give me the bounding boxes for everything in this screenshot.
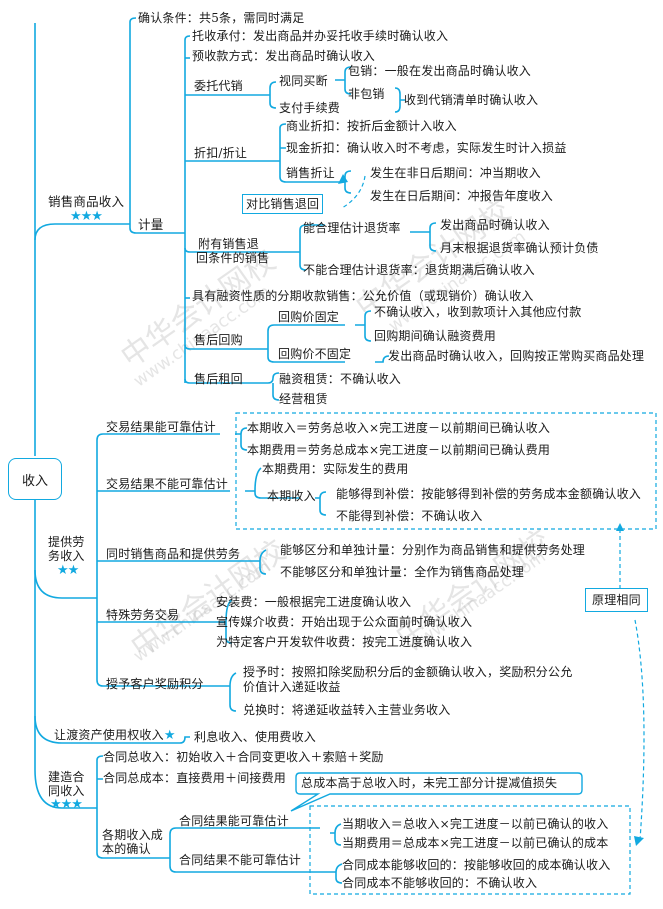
root-label: 收入	[21, 473, 48, 489]
node-allowance[interactable]: 销售折让	[286, 166, 335, 180]
node-unreliable[interactable]: 交易结果不能可靠估计	[106, 477, 229, 491]
star-rating-icon: ★★	[57, 563, 79, 578]
node-unreliable-revenue[interactable]: 本期收入	[267, 489, 316, 503]
node-advance[interactable]: 预收款方式：发出商品时确认收入	[192, 49, 376, 63]
node-software[interactable]: 为特定客户开发软件收费：按完工进度确认收入	[216, 635, 473, 649]
node-est-2[interactable]: 月末根据退货率确认预计负债	[440, 241, 599, 255]
node-unrecoverable[interactable]: 合同成本不能够收回的：不确认收入	[342, 876, 538, 890]
node-fee[interactable]: 支付手续费	[279, 101, 341, 115]
node-total-cost[interactable]: 合同总成本：直接费用＋间接费用	[103, 771, 287, 785]
node-total-revenue[interactable]: 合同总收入：初始收入＋合同变更收入＋索赔＋奖励	[103, 750, 384, 764]
node-media[interactable]: 宣传媒介收费：开始出现于公众面前时确认收入	[216, 615, 473, 629]
node-recognition-conditions[interactable]: 确认条件：共5条，需同时满足	[138, 11, 305, 25]
node-list-receipt[interactable]: 收到代销清单时确认收入	[404, 93, 539, 107]
node-mixed[interactable]: 同时销售商品和提供劳务	[106, 547, 241, 561]
node-services-label-1[interactable]: 提供劳	[48, 535, 85, 549]
node-measure[interactable]: 计量	[138, 217, 164, 232]
node-reliable-revenue[interactable]: 本期收入＝劳务总收入×完工进度－以前期间已确认收入	[247, 421, 551, 435]
node-non-post-period[interactable]: 发生在非日后期间：冲当期收入	[370, 166, 541, 180]
node-sales-revenue[interactable]: 销售商品收入	[48, 194, 125, 209]
node-finance-lease[interactable]: 融资租赁：不确认收入	[279, 372, 402, 386]
node-fixed-price[interactable]: 回购价固定	[278, 310, 340, 324]
node-reliable[interactable]: 交易结果能可靠估计	[106, 420, 216, 434]
node-consign[interactable]: 委托代销	[194, 79, 243, 93]
node-commercial-discount[interactable]: 商业折扣：按折后金额计入收入	[286, 119, 457, 133]
node-floating-1[interactable]: 发出商品时确认收入，回购按正常购买商品处理	[388, 349, 645, 363]
star-rating-icon: ★★★	[50, 797, 83, 812]
node-inseparable[interactable]: 不能够区分和单独计量：全作为销售商品处理	[280, 565, 525, 579]
node-fixed-2[interactable]: 回购期间确认融资费用	[374, 329, 497, 343]
node-special[interactable]: 特殊劳务交易	[106, 608, 180, 622]
node-leaseback[interactable]: 售后租回	[194, 372, 243, 386]
node-period-label-1[interactable]: 各期收入成	[102, 828, 164, 842]
node-unreliable-expense[interactable]: 本期费用：实际发生的费用	[262, 462, 409, 476]
same-principle-label: 原理相同	[592, 593, 641, 607]
node-period-label-2[interactable]: 本的确认	[102, 842, 151, 856]
node-services-label-2[interactable]: 务收入	[48, 549, 85, 563]
node-construction-label-2[interactable]: 同收入	[48, 784, 85, 798]
node-comp-yes[interactable]: 能够得到补偿：按能够得到补偿的劳务成本金额确认收入	[336, 487, 642, 501]
node-estimable[interactable]: 能合理估计退货率	[303, 221, 401, 235]
node-post-period[interactable]: 发生在日后期间：冲报告年度收入	[370, 189, 554, 203]
star-rating-icon: ★★★	[70, 209, 103, 224]
node-discount[interactable]: 折扣/折让	[194, 146, 248, 160]
node-separable[interactable]: 能够区分和单独计量：分别作为商品销售和提供劳务处理	[280, 543, 586, 557]
node-nonguaranteed[interactable]: 非包销	[348, 87, 385, 101]
compare-returns-label: 对比销售退回	[246, 197, 320, 211]
node-comp-no[interactable]: 不能得到补偿：不确认收入	[336, 509, 483, 523]
node-installment[interactable]: 具有融资性质的分期收款销售：公允价值（或现销价）确认收入	[192, 289, 534, 303]
node-points-grant-2[interactable]: 价值计入递延收益	[243, 680, 341, 694]
star-rating-icon: ★	[163, 728, 176, 743]
node-not-estimable[interactable]: 不能合理估计退货率：退货期满后确认收入	[303, 263, 535, 277]
usage-label: 让渡资产使用权收入	[54, 728, 164, 742]
node-fixed-1[interactable]: 不确认收入，收到款项计入其他应付款	[374, 305, 582, 319]
node-install[interactable]: 安装费：一般根据完工进度确认收入	[216, 595, 412, 609]
node-cash-discount[interactable]: 现金折扣：确认收入时不考虑，实际发生时计入损益	[286, 141, 567, 155]
node-points-redeem[interactable]: 兑换时：将递延收益转入主营业务收入	[243, 703, 451, 717]
node-points-grant-1[interactable]: 授予时：按照扣除奖励积分后的金额确认收入，奖励积分公允	[243, 665, 573, 679]
same-principle-box[interactable]: 原理相同	[585, 588, 648, 612]
node-returns-label-1[interactable]: 附有销售退	[198, 237, 260, 251]
node-contract-rel-revenue[interactable]: 当期收入＝总收入×完工进度－以前已确认的收入	[342, 817, 609, 831]
node-buyout[interactable]: 视同买断	[279, 74, 328, 88]
compare-returns-box[interactable]: 对比销售退回	[242, 194, 324, 214]
node-contract-reliable[interactable]: 合同结果能可靠估计	[179, 814, 289, 828]
node-contract-rel-expense[interactable]: 当期费用＝总成本×完工进度－以前已确认的成本	[342, 836, 609, 850]
node-collection[interactable]: 托收承付：发出商品并办妥托收手续时确认收入	[192, 29, 449, 43]
node-usage[interactable]: 让渡资产使用权收入★	[54, 728, 176, 743]
node-usage-detail[interactable]: 利息收入、使用费收入	[194, 730, 317, 744]
node-guaranteed[interactable]: 包销：一般在发出商品时确认收入	[348, 64, 532, 78]
node-est-1[interactable]: 发出商品时确认收入	[440, 218, 550, 232]
root-node[interactable]: 收入	[8, 458, 62, 500]
node-operating-lease[interactable]: 经营租赁	[279, 392, 328, 406]
node-returns-label-2[interactable]: 回条件的销售	[196, 251, 270, 265]
callout-impairment: 总成本高于总收入时，未完工部分计提减值损失	[301, 776, 558, 790]
node-recoverable[interactable]: 合同成本能够收回的：按能够收回的成本确认收入	[342, 858, 611, 872]
node-floating-price[interactable]: 回购价不固定	[278, 347, 352, 361]
node-buyback[interactable]: 售后回购	[194, 333, 243, 347]
node-reliable-expense[interactable]: 本期费用＝劳务总成本×完工进度－以前期间已确认费用	[247, 443, 551, 457]
node-points[interactable]: 授予客户奖励积分	[106, 677, 204, 691]
node-contract-unreliable[interactable]: 合同结果不能可靠估计	[179, 853, 302, 867]
node-construction-label-1[interactable]: 建造合	[48, 770, 85, 784]
